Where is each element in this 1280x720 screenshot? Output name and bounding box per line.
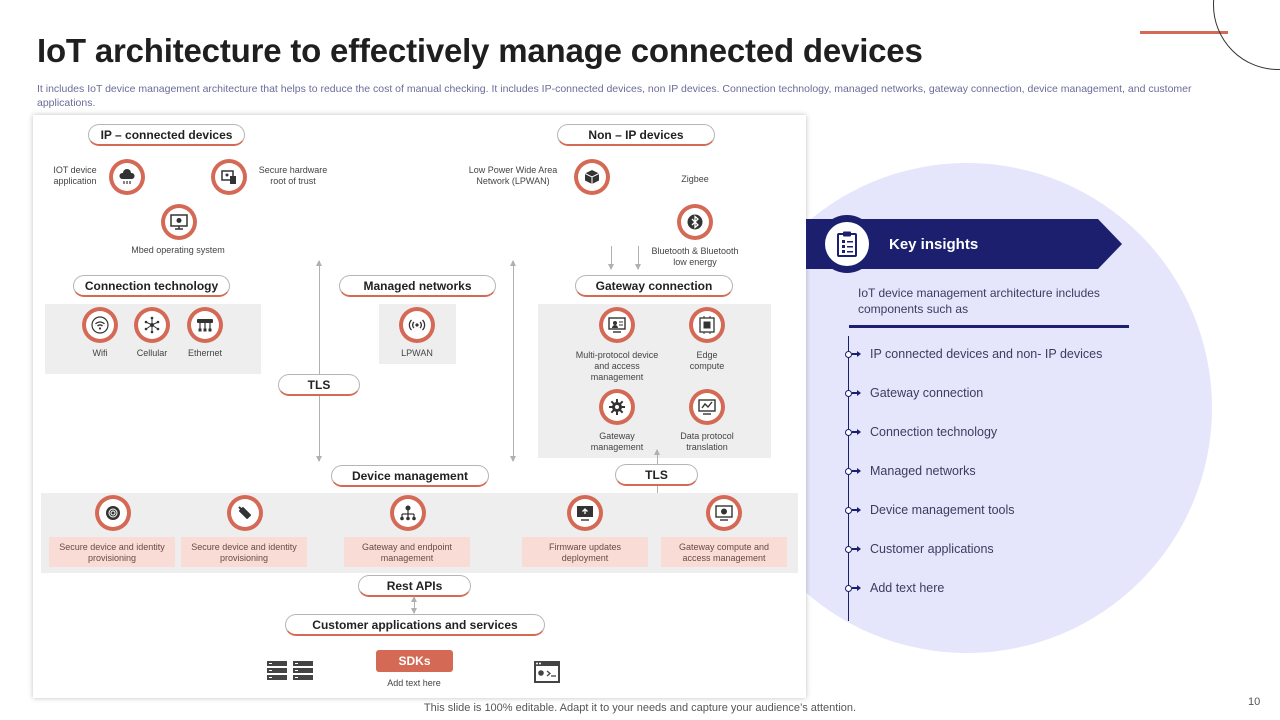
device-mgmt-item-3: Gateway and endpoint management (361, 542, 453, 563)
slide-title: IoT architecture to effectively manage c… (37, 32, 923, 69)
key-insights-divider (849, 325, 1129, 328)
architecture-diagram-panel: IP – connected devices IOT device applic… (33, 115, 806, 698)
gateway-connection-box (538, 304, 771, 458)
managed-networks-heading: Managed networks (339, 275, 496, 297)
usb-key-icon (227, 495, 263, 531)
device-mgmt-card (661, 537, 787, 567)
gear-icon (599, 389, 635, 425)
ip-connected-devices-heading: IP – connected devices (88, 124, 245, 146)
cloud-icon (109, 159, 145, 195)
clipboard-icon (818, 215, 876, 273)
slide-subtitle: It includes IoT device management archit… (37, 83, 1192, 109)
device-mgmt-item-1: Secure device and identity provisioning (59, 542, 165, 563)
device-mgmt-card (522, 537, 648, 567)
bidirectional-arrow (510, 260, 516, 462)
device-mgmt-item-2: Secure device and identity provisioning (191, 542, 297, 563)
insight-item: Add text here (845, 580, 944, 596)
add-text-label: Add text here (387, 678, 441, 688)
lpwan-label: Low Power Wide Area Network (LPWAN) (468, 165, 558, 186)
device-mgmt-item-4: Firmware updates deployment (548, 542, 622, 563)
device-mgmt-card (344, 537, 470, 567)
non-ip-devices-heading: Non – IP devices (557, 124, 715, 146)
device-mgmt-item-5: Gateway compute and access management (678, 542, 770, 563)
decorative-accent-line (1140, 31, 1228, 34)
device-mgmt-card (181, 537, 307, 567)
tls-left-label: TLS (278, 374, 360, 396)
multi-protocol-label: Multi-protocol device and access managem… (575, 350, 659, 382)
insight-item: Customer applications (845, 541, 994, 557)
fingerprint-icon (95, 495, 131, 531)
page-number: 10 (1248, 696, 1261, 708)
monitor-gear-icon (161, 204, 197, 240)
insight-item-label: Add text here (870, 581, 945, 595)
gateway-management-label: Gateway management (590, 431, 644, 452)
cellular-network-icon (134, 307, 170, 343)
insight-item: IP connected devices and non- IP devices (845, 346, 1102, 362)
edge-compute-icon (689, 307, 725, 343)
data-protocol-label: Data protocol translation (680, 431, 734, 452)
slide-footer: This slide is 100% editable. Adapt it to… (423, 702, 857, 714)
mbed-os-label: Mbed operating system (131, 245, 225, 255)
insight-item: Managed networks (845, 463, 976, 479)
network-endpoint-icon (390, 495, 426, 531)
data-translation-icon (689, 389, 725, 425)
bidirectional-arrow (411, 596, 417, 614)
iot-device-application-label: IOT device application (53, 165, 97, 186)
sdks-button: SDKs (376, 650, 453, 672)
insight-item-label: Device management tools (870, 503, 1015, 517)
bluetooth-icon (677, 204, 713, 240)
key-insights-intro: IoT device management architecture inclu… (858, 286, 1100, 316)
hardware-chip-icon (211, 159, 247, 195)
key-insights-title: Key insights (889, 236, 979, 253)
server-rack-icon (267, 661, 315, 686)
cube-device-icon (574, 159, 610, 195)
bluetooth-label: Bluetooth & Bluetooth low energy (651, 246, 739, 267)
managed-lpwan-label: LPWAN (401, 348, 433, 358)
device-mgmt-card (49, 537, 175, 567)
decorative-arc (1213, 0, 1280, 70)
firmware-update-icon (567, 495, 603, 531)
insight-item-label: Customer applications (870, 542, 994, 556)
insight-item-label: IP connected devices and non- IP devices (870, 347, 1103, 361)
bidirectional-arrow (316, 260, 322, 462)
edge-compute-label: Edge compute (689, 350, 725, 371)
insight-item-label: Managed networks (870, 464, 976, 478)
customer-applications-heading: Customer applications and services (285, 614, 545, 636)
device-management-heading: Device management (331, 465, 489, 487)
signal-waves-icon (399, 307, 435, 343)
insight-item: Gateway connection (845, 385, 983, 401)
zigbee-label: Zigbee (681, 174, 709, 184)
rest-apis-label: Rest APIs (358, 575, 471, 597)
wifi-icon (82, 307, 118, 343)
insight-item: Connection technology (845, 424, 997, 440)
ethernet-label: Ethernet (187, 348, 223, 358)
connection-technology-heading: Connection technology (73, 275, 230, 297)
wifi-label: Wifi (92, 348, 108, 358)
timeline-line (848, 336, 849, 621)
ethernet-icon (187, 307, 223, 343)
gateway-compute-icon (706, 495, 742, 531)
arrow-down (608, 246, 614, 270)
code-window-icon (534, 661, 560, 688)
arrow-down (635, 246, 641, 270)
cellular-label: Cellular (136, 348, 168, 358)
insight-item-label: Connection technology (870, 425, 998, 439)
insight-item: Device management tools (845, 502, 1015, 518)
insight-item-label: Gateway connection (870, 386, 984, 400)
secure-hardware-label: Secure hardware root of trust (258, 165, 328, 186)
device-access-icon (599, 307, 635, 343)
gateway-connection-heading: Gateway connection (575, 275, 733, 297)
tls-right-label: TLS (615, 464, 698, 486)
